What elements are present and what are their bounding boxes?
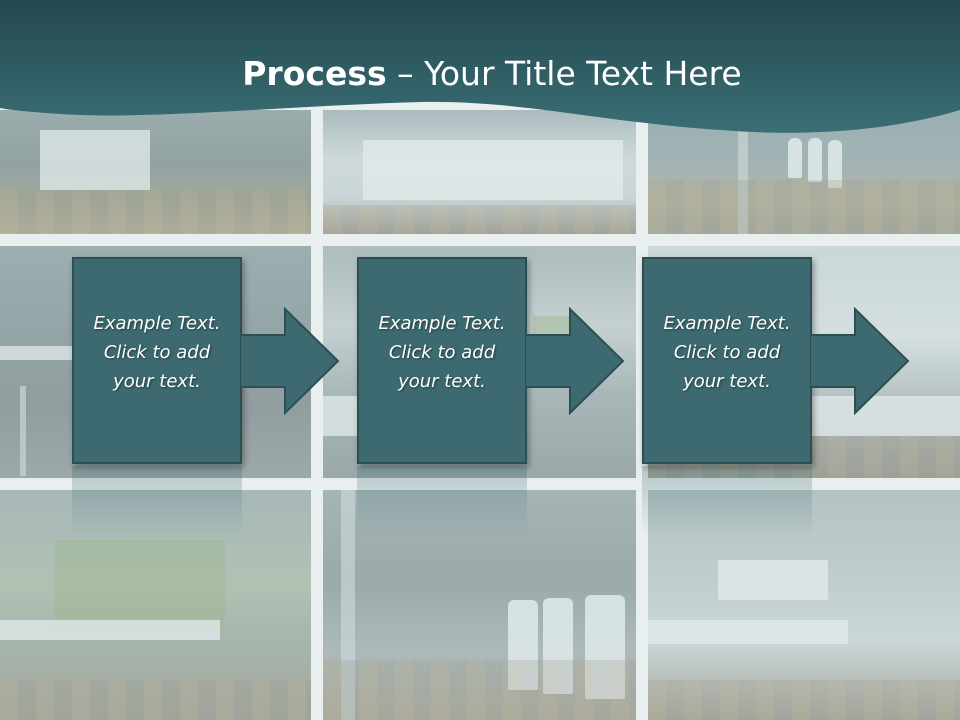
step-1-box bbox=[72, 257, 242, 464]
step-3-line-1: Example Text. bbox=[663, 313, 791, 334]
step-3-arrow-icon bbox=[810, 307, 910, 415]
step-3-line-3: your text. bbox=[683, 371, 771, 392]
process-step-2[interactable]: Example Text. Click to add your text. bbox=[357, 257, 625, 464]
process-step-1[interactable]: Example Text. Click to add your text. bbox=[72, 257, 340, 464]
background-photo-kitchen-2 bbox=[323, 110, 636, 234]
background-photo-kitchen-9 bbox=[648, 490, 960, 720]
step-3-line-2: Click to add bbox=[673, 342, 781, 363]
step-1-reflection bbox=[72, 466, 242, 536]
step-3-reflection bbox=[642, 466, 812, 536]
page-title[interactable]: Process – Your Title Text Here bbox=[0, 54, 960, 93]
title-bold-text: Process bbox=[242, 54, 387, 93]
step-1-line-1: Example Text. bbox=[93, 313, 221, 334]
background-photo-kitchen-8 bbox=[323, 490, 636, 720]
step-2-line-3: your text. bbox=[398, 371, 486, 392]
process-step-3[interactable]: Example Text. Click to add your text. bbox=[642, 257, 910, 464]
title-rest-text: – Your Title Text Here bbox=[386, 54, 742, 93]
step-3-box bbox=[642, 257, 812, 464]
step-2-arrow-icon bbox=[525, 307, 625, 415]
step-3-text[interactable]: Example Text. Click to add your text. bbox=[646, 309, 808, 396]
step-2-reflection bbox=[357, 466, 527, 536]
step-1-line-3: your text. bbox=[113, 371, 201, 392]
step-1-arrow-icon bbox=[240, 307, 340, 415]
step-2-box bbox=[357, 257, 527, 464]
title-banner: Process – Your Title Text Here bbox=[0, 0, 960, 140]
step-2-line-1: Example Text. bbox=[378, 313, 506, 334]
step-1-text[interactable]: Example Text. Click to add your text. bbox=[76, 309, 238, 396]
step-1-line-2: Click to add bbox=[103, 342, 211, 363]
step-2-line-2: Click to add bbox=[388, 342, 496, 363]
background-photo-kitchen-7 bbox=[0, 490, 311, 720]
background-photo-kitchen-1 bbox=[0, 110, 311, 234]
step-2-text[interactable]: Example Text. Click to add your text. bbox=[361, 309, 523, 396]
